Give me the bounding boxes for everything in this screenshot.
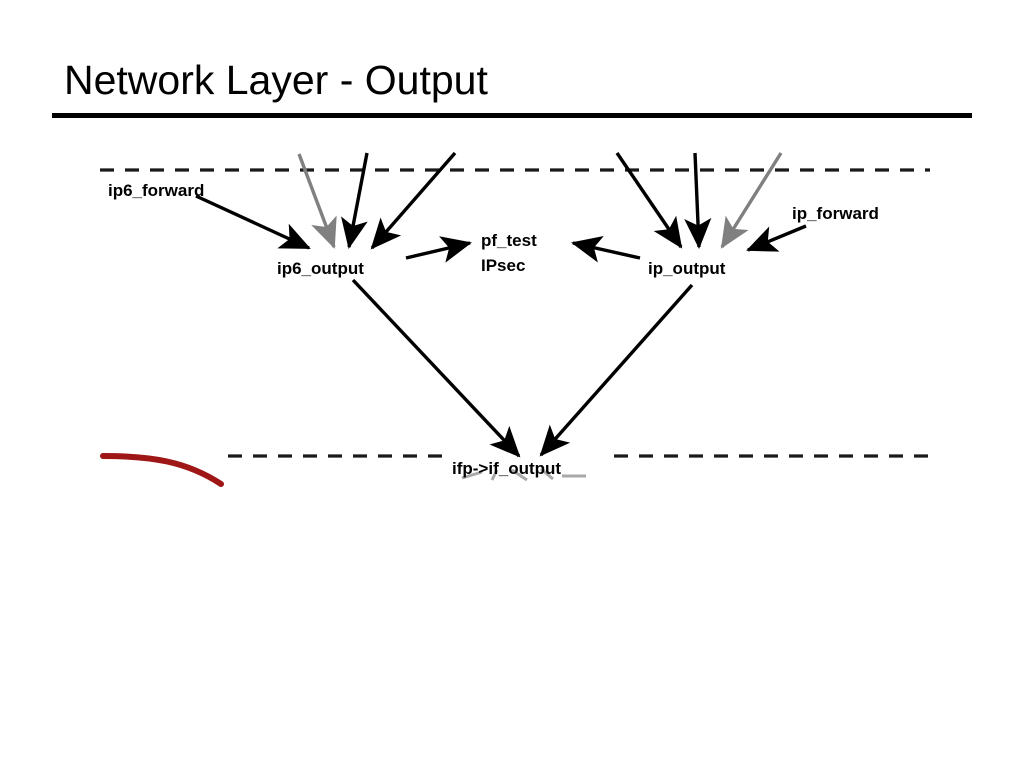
edge-upper-gray-to-ip6-output [297,153,337,249]
edge-ip-output-to-ifp-if-output [539,283,694,457]
edge-upper-black-left-to-ip6-output [341,152,369,250]
node-label-ip-forward: ip_forward [792,204,879,223]
node-label-ipsec: IPsec [481,256,526,275]
page-title: Network Layer - Output [64,57,488,103]
title-underline-rule [52,113,972,118]
edge-upper-black-left-to-ip-output [615,152,683,249]
red-accent-curve [100,453,224,487]
edge-ip-forward-to-ip-output [746,224,807,252]
gray-residual-marks [461,467,586,482]
edge-upper-black-mid-to-ip-output [684,152,712,250]
node-label-pf-test: pf_test [481,231,537,250]
edge-ip6-output-to-pf-test [405,236,472,263]
node-label-ip6-forward: ip6_forward [108,181,205,200]
node-label-ifp-if-output: ifp->if_output [452,459,562,478]
node-label-ip6-output: ip6_output [277,259,364,278]
node-label-ip-output: ip_output [648,259,726,278]
edge-ip6-output-to-ifp-if-output [351,278,521,458]
edge-upper-black-right-to-ip6-output [370,151,457,250]
edge-ip6-forward-to-ip6-output [195,194,311,250]
edge-upper-gray-to-ip-output [720,152,783,249]
edge-ip-output-to-pf-test [571,235,641,263]
